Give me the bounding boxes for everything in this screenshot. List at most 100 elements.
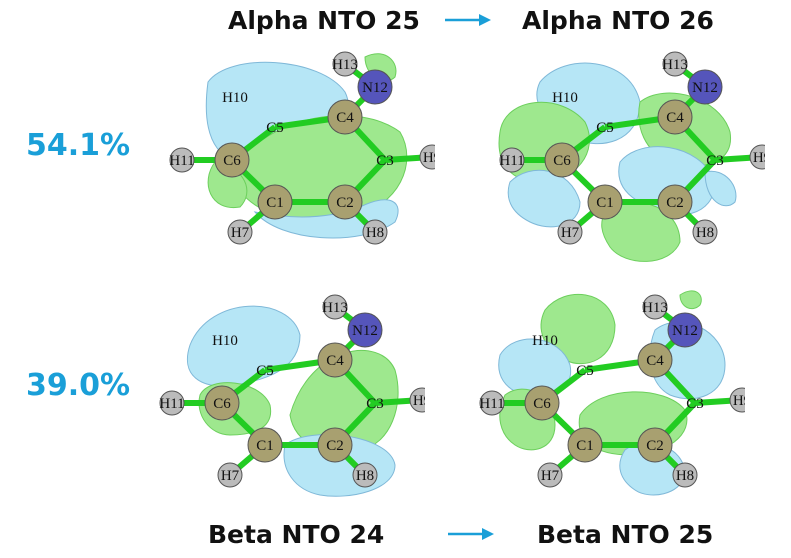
atom-label-h8: H8	[356, 468, 374, 484]
atom-h8	[362, 219, 388, 245]
header-beta-nto-25: Beta NTO 25	[537, 520, 714, 549]
alpha-percentage: 54.1%	[26, 128, 131, 163]
atom-c1	[587, 184, 623, 220]
atom-h8	[692, 219, 718, 245]
atom-label-h10: H10	[552, 90, 578, 106]
atom-h13	[642, 294, 668, 320]
arrow-bottom-icon	[448, 528, 494, 540]
atom-label-c3: C3	[376, 153, 394, 169]
atom-label-n12: N12	[362, 80, 388, 96]
atom-label-c3: C3	[366, 396, 384, 412]
atom-label-h13: H13	[642, 300, 668, 316]
atom-c2	[327, 184, 363, 220]
atom-label-c5: C5	[256, 363, 274, 379]
atom-label-h9: H9	[753, 150, 765, 166]
atom-c1	[257, 184, 293, 220]
atom-label-c2: C2	[336, 195, 354, 211]
atom-c6	[204, 385, 240, 421]
beta-percentage: 39.0%	[26, 368, 131, 403]
atom-label-h11: H11	[479, 396, 504, 412]
atom-label-c6: C6	[533, 396, 551, 412]
atom-h11	[159, 390, 185, 416]
atom-label-h8: H8	[696, 225, 714, 241]
atom-h11	[169, 147, 195, 173]
atom-n12	[357, 69, 393, 105]
atom-label-c4: C4	[336, 110, 354, 126]
panel-alpha-nto-26: C1C2C3C4C5C6H7H8H9H10H11N12H13	[490, 42, 765, 272]
atom-n12	[687, 69, 723, 105]
atom-c4	[327, 99, 363, 135]
atom-h9	[419, 144, 435, 170]
atom-c6	[544, 142, 580, 178]
atom-label-n12: N12	[352, 323, 378, 339]
atom-label-h9: H9	[413, 393, 425, 409]
atom-h7	[557, 219, 583, 245]
atom-c6	[214, 142, 250, 178]
atom-h8	[352, 462, 378, 488]
atom-label-c2: C2	[646, 438, 664, 454]
atom-label-h7: H7	[541, 468, 560, 484]
header-alpha-nto-26: Alpha NTO 26	[522, 6, 714, 35]
atom-label-c4: C4	[326, 353, 344, 369]
atom-label-c1: C1	[256, 438, 274, 454]
atom-label-h11: H11	[499, 153, 524, 169]
atom-label-h9: H9	[423, 150, 435, 166]
atom-label-h7: H7	[221, 468, 240, 484]
atom-label-c2: C2	[326, 438, 344, 454]
atom-label-c3: C3	[706, 153, 724, 169]
atom-label-c4: C4	[666, 110, 684, 126]
atom-c1	[247, 427, 283, 463]
atom-label-c6: C6	[553, 153, 571, 169]
atom-label-c5: C5	[596, 120, 614, 136]
atom-label-h13: H13	[322, 300, 348, 316]
atom-h8	[672, 462, 698, 488]
atom-c4	[637, 342, 673, 378]
atom-label-c6: C6	[223, 153, 241, 169]
atom-c2	[317, 427, 353, 463]
atom-label-h10: H10	[532, 333, 558, 349]
atom-label-h10: H10	[222, 90, 248, 106]
arrow-top-icon	[445, 14, 491, 26]
header-alpha-nto-25: Alpha NTO 25	[228, 6, 420, 35]
atom-h13	[662, 51, 688, 77]
atom-label-h8: H8	[676, 468, 694, 484]
header-beta-nto-24: Beta NTO 24	[208, 520, 385, 549]
atom-label-c4: C4	[646, 353, 664, 369]
atom-label-h10: H10	[212, 333, 238, 349]
atom-n12	[347, 312, 383, 348]
atom-label-c5: C5	[576, 363, 594, 379]
atom-label-c1: C1	[266, 195, 284, 211]
atom-label-h8: H8	[366, 225, 384, 241]
atom-c1	[567, 427, 603, 463]
atom-n12	[667, 312, 703, 348]
atom-label-n12: N12	[692, 80, 718, 96]
atom-h9	[749, 144, 765, 170]
atom-label-h7: H7	[231, 225, 250, 241]
atom-label-h11: H11	[169, 153, 194, 169]
atom-c4	[657, 99, 693, 135]
atom-h13	[322, 294, 348, 320]
atom-c6	[524, 385, 560, 421]
atom-label-h7: H7	[561, 225, 580, 241]
atom-h9	[729, 387, 745, 413]
atom-h7	[217, 462, 243, 488]
atom-label-h13: H13	[332, 57, 358, 73]
atom-c2	[657, 184, 693, 220]
atom-label-c1: C1	[596, 195, 614, 211]
atom-c2	[637, 427, 673, 463]
atom-label-c3: C3	[686, 396, 704, 412]
atom-label-n12: N12	[672, 323, 698, 339]
atom-h11	[479, 390, 505, 416]
atom-label-h13: H13	[662, 57, 688, 73]
atom-label-h9: H9	[733, 393, 745, 409]
atom-label-c1: C1	[576, 438, 594, 454]
atom-h9	[409, 387, 425, 413]
atom-label-c6: C6	[213, 396, 231, 412]
atom-label-h11: H11	[159, 396, 184, 412]
atom-h13	[332, 51, 358, 77]
atom-c4	[317, 342, 353, 378]
atom-label-c5: C5	[266, 120, 284, 136]
